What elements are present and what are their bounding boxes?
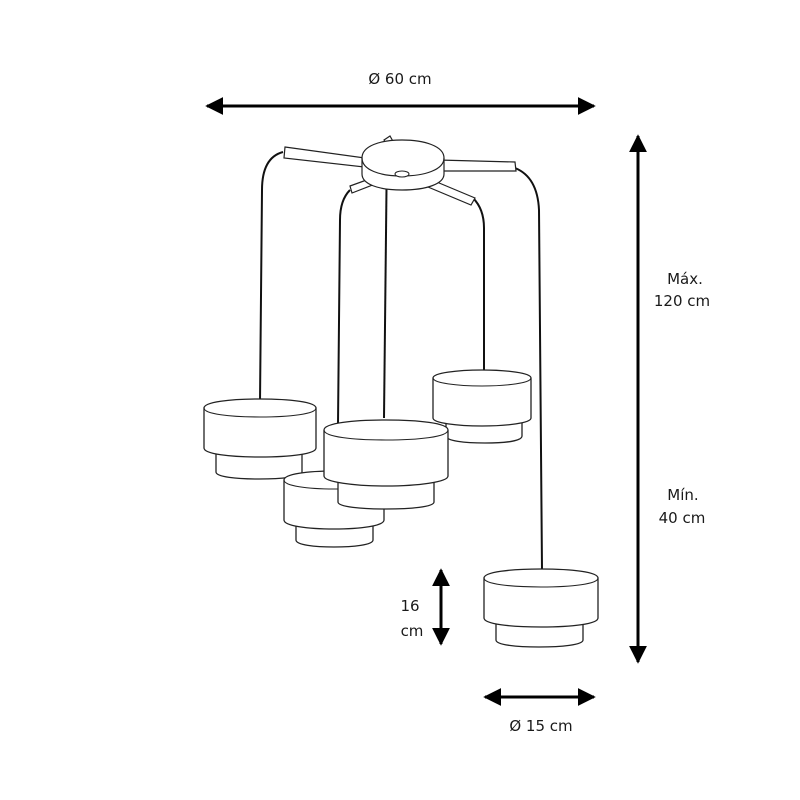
ceiling-canopy: [283, 135, 517, 206]
wire-4: [472, 197, 485, 372]
wire-1: [259, 151, 284, 403]
max-height-label-line2: 120 cm: [654, 292, 710, 310]
min-height-label-line2: 40 cm: [659, 509, 706, 527]
min-height-label-line1: Mín.: [667, 486, 698, 504]
wire-5: [514, 167, 543, 571]
max-height-label-line1: Máx.: [667, 270, 703, 288]
lamp-shades: [203, 369, 599, 648]
shade-center: [323, 419, 449, 510]
dimension-labels: Ø 60 cm Máx. 120 cm Mín. 40 cm 16 cm Ø 1…: [368, 70, 710, 735]
canopy-width-label: Ø 60 cm: [368, 70, 431, 88]
canopy-disc: [361, 139, 445, 191]
wire-2: [337, 189, 351, 425]
shade-diameter-label: Ø 15 cm: [509, 717, 572, 735]
arm-right: [437, 159, 517, 172]
shade-left: [203, 398, 317, 480]
arm-left: [283, 146, 366, 168]
shade-height-label-line1: 16: [400, 597, 419, 615]
dimension-arrows: [205, 97, 647, 706]
shade-lowest: [483, 568, 599, 648]
shade-back-right: [432, 369, 532, 444]
shade-height-label-line2: cm: [401, 622, 424, 640]
